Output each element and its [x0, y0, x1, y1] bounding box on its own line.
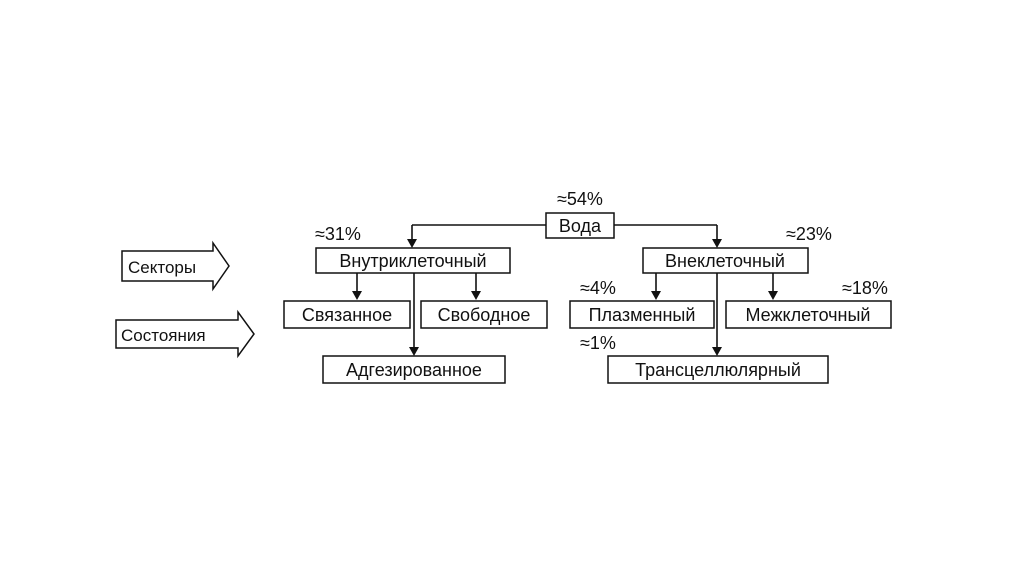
- node-bound-label: Связанное: [302, 305, 392, 325]
- node-intracellular: Внутриклеточный: [315, 247, 511, 274]
- node-extracellular: Внеклеточный: [642, 247, 809, 274]
- legend-states-arrow: Состояния: [115, 309, 255, 359]
- arrowhead-transcellular: [712, 347, 722, 356]
- node-extracellular-label: Внеклеточный: [665, 251, 785, 271]
- node-intracellular-label: Внутриклеточный: [339, 251, 486, 271]
- arrowhead-plasma: [651, 291, 661, 300]
- arrowhead-extracellular: [712, 239, 722, 248]
- node-water-percent: ≈54%: [557, 189, 603, 209]
- node-adsorbed: Адгезированное: [322, 355, 506, 384]
- node-intracellular-percent: ≈31%: [315, 224, 361, 244]
- node-transcellular-label: Трансцеллюлярный: [635, 360, 801, 380]
- arrowhead-adsorbed: [409, 347, 419, 356]
- node-free: Свободное: [420, 300, 548, 329]
- node-interstitial: Межклеточный: [725, 300, 892, 329]
- arrowhead-free: [471, 291, 481, 300]
- node-interstitial-label: Межклеточный: [745, 305, 870, 325]
- legend-sectors-arrow: Секторы: [121, 240, 230, 292]
- node-plasma-box: [569, 300, 715, 329]
- node-extracellular-percent: ≈23%: [786, 224, 832, 244]
- arrowhead-intracellular: [407, 239, 417, 248]
- node-interstitial-percent: ≈18%: [842, 278, 888, 298]
- node-water: Вода: [545, 212, 615, 239]
- node-transcellular-percent: ≈1%: [580, 333, 616, 353]
- legend-states-label: Состояния: [121, 326, 206, 345]
- node-water-box: [545, 212, 615, 239]
- node-free-label: Свободное: [438, 305, 531, 325]
- arrowhead-bound: [352, 291, 362, 300]
- node-free-box: [420, 300, 548, 329]
- connectors: [352, 224, 778, 356]
- node-transcellular: Трансцеллюлярный: [607, 355, 829, 384]
- node-plasma-label: Плазменный: [589, 305, 696, 325]
- node-plasma: Плазменный: [569, 300, 715, 329]
- arrowhead-interstitial: [768, 291, 778, 300]
- legend-sectors-label: Секторы: [128, 258, 196, 277]
- node-bound-box: [283, 300, 411, 329]
- node-adsorbed-label: Адгезированное: [346, 360, 482, 380]
- node-transcellular-box: [607, 355, 829, 384]
- node-plasma-percent: ≈4%: [580, 278, 616, 298]
- node-extracellular-box: [642, 247, 809, 274]
- node-water-label: Вода: [559, 216, 602, 236]
- node-intracellular-box: [315, 247, 511, 274]
- node-bound: Связанное: [283, 300, 411, 329]
- node-interstitial-box: [725, 300, 892, 329]
- node-adsorbed-box: [322, 355, 506, 384]
